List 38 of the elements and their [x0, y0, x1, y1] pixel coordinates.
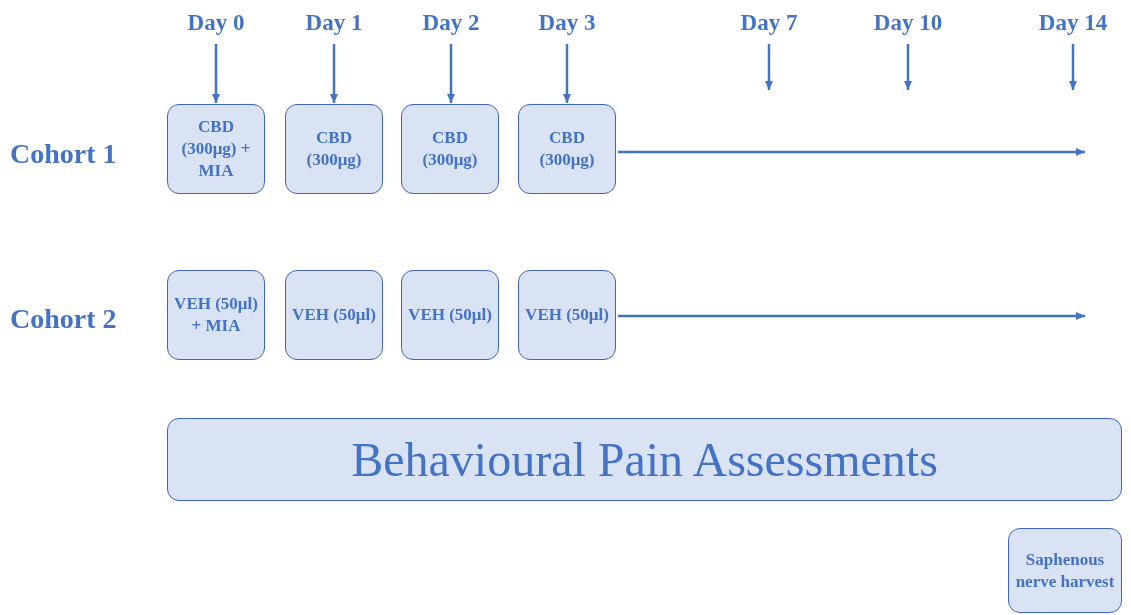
treatment-box — [518, 104, 616, 194]
box-text: VEH (50μl) — [291, 304, 377, 326]
day-label: Day 10 — [862, 6, 954, 40]
treatment-box — [518, 270, 616, 360]
day-label: Day 2 — [411, 6, 491, 40]
box-text: CBD (300μg) — [305, 127, 363, 171]
cohort-label: Cohort 1 — [10, 138, 117, 170]
treatment-box — [167, 270, 265, 360]
arrow — [330, 44, 338, 103]
box-text: CBD (300μg) — [538, 127, 596, 171]
arrow — [765, 44, 773, 90]
assessment-band — [167, 418, 1122, 501]
box-text: CBD (300μg) + MIA — [180, 116, 252, 182]
treatment-box — [401, 270, 499, 360]
band-text: Behavioural Pain Assessments — [350, 432, 939, 487]
arrow — [447, 44, 455, 103]
box-text: VEH (50μl) — [524, 304, 610, 326]
treatment-box — [167, 104, 265, 194]
treatment-box — [285, 104, 383, 194]
day-label: Day 14 — [1027, 6, 1119, 40]
box-text: VEH (50μl) — [407, 304, 493, 326]
box-text: Saphenous nerve harvest — [1014, 548, 1116, 593]
arrow — [563, 44, 571, 103]
day-label: Day 0 — [176, 6, 256, 40]
arrow — [1069, 44, 1077, 90]
arrow — [212, 44, 220, 103]
arrow — [618, 312, 1085, 320]
arrow — [904, 44, 912, 90]
box-text: CBD (300μg) — [421, 127, 479, 171]
treatment-box — [285, 270, 383, 360]
day-label: Day 3 — [527, 6, 607, 40]
harvest-box — [1008, 528, 1122, 613]
day-label: Day 1 — [294, 6, 374, 40]
treatment-box — [401, 104, 499, 194]
cohort-label: Cohort 2 — [10, 303, 117, 335]
day-label: Day 7 — [729, 6, 809, 40]
box-text: VEH (50μl) + MIA — [173, 293, 259, 337]
arrow — [618, 148, 1085, 156]
